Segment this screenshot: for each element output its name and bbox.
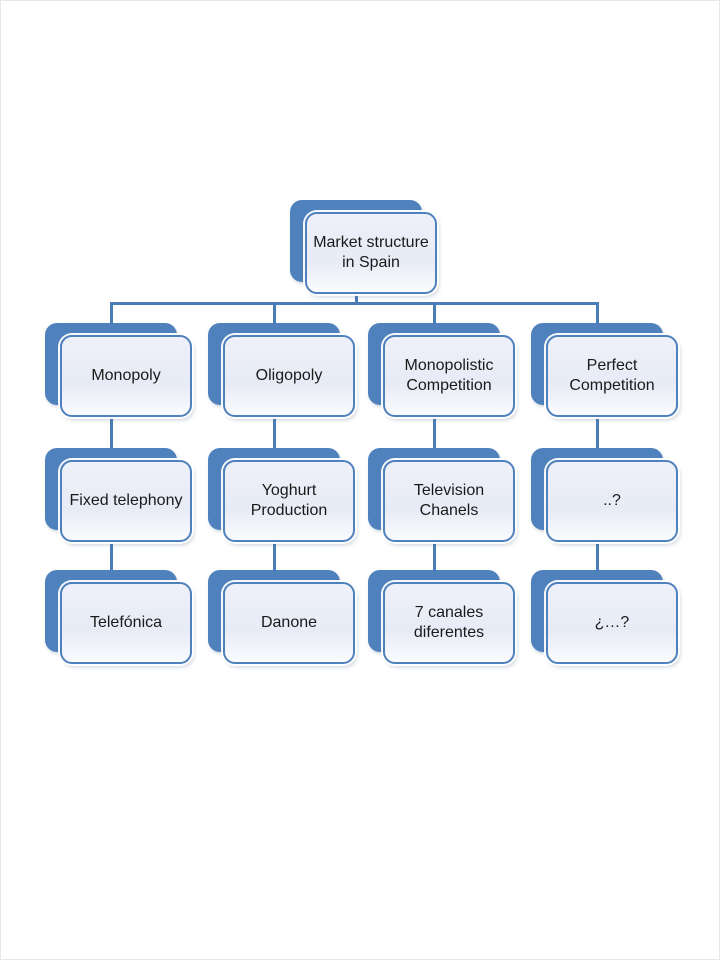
node-7-canales-diferentes-label: 7 canales diferentes — [413, 603, 485, 641]
connector-col1-mid-1 — [110, 412, 113, 450]
connector-drop-3 — [433, 302, 436, 324]
connector-drop-4 — [596, 302, 599, 324]
node-television-chanels: Television Chanels — [368, 448, 515, 542]
connector-rail — [110, 302, 599, 305]
node-unknown-example-label: ..? — [603, 491, 621, 509]
connector-col2-mid-2 — [273, 537, 276, 573]
node-oligopoly-label: Oligopoly — [255, 366, 323, 384]
node-root-label: Market structure in Spain — [313, 233, 429, 271]
node-monopoly-label: Monopoly — [91, 366, 161, 384]
node-7-canales-diferentes: 7 canales diferentes — [368, 570, 515, 664]
node-unknown-example: ..? — [531, 448, 678, 542]
connector-col3-mid-2 — [433, 537, 436, 573]
node-oligopoly: Oligopoly — [208, 323, 355, 417]
connector-col4-mid-2 — [596, 537, 599, 573]
node-unknown-case-label: ¿…? — [594, 613, 630, 631]
node-yoghurt-production: Yoghurt Production — [208, 448, 355, 542]
node-telefonica-label: Telefónica — [89, 613, 163, 631]
node-root: Market structure in Spain — [290, 200, 437, 294]
node-unknown-case: ¿…? — [531, 570, 678, 664]
node-perfect-competition-label: Perfect Competition — [569, 356, 655, 394]
node-monopolistic-competition-label: Monopolistic Competition — [404, 356, 494, 394]
connector-col4-mid-1 — [596, 412, 599, 450]
connector-drop-1 — [110, 302, 113, 324]
node-yoghurt-production-label: Yoghurt Production — [250, 481, 328, 519]
connector-col3-mid-1 — [433, 412, 436, 450]
node-monopolistic-competition: Monopolistic Competition — [368, 323, 515, 417]
connector-col1-mid-2 — [110, 537, 113, 573]
node-danone-label: Danone — [260, 613, 318, 631]
connector-drop-2 — [273, 302, 276, 324]
node-television-chanels-label: Television Chanels — [413, 481, 485, 519]
connector-root-stub — [355, 291, 358, 305]
node-telefonica: Telefónica — [45, 570, 192, 664]
node-monopoly: Monopoly — [45, 323, 192, 417]
node-fixed-telephony-label: Fixed telephony — [69, 491, 183, 509]
connector-col2-mid-1 — [273, 412, 276, 450]
node-danone: Danone — [208, 570, 355, 664]
node-fixed-telephony: Fixed telephony — [45, 448, 192, 542]
node-perfect-competition: Perfect Competition — [531, 323, 678, 417]
